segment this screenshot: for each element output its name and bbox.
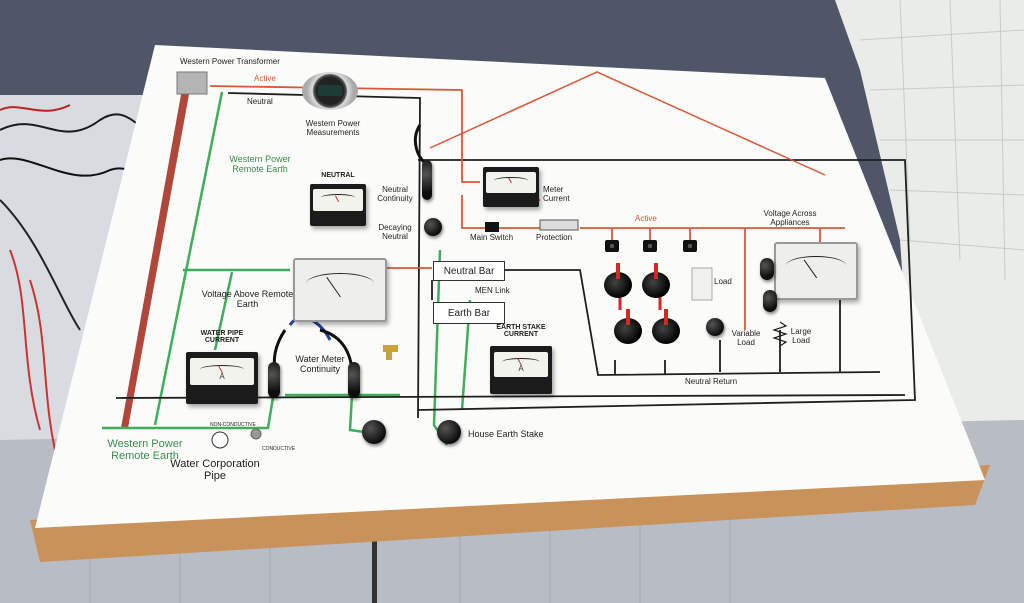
transformer-bar xyxy=(121,78,192,428)
protection-fuse[interactable] xyxy=(539,219,579,231)
non-conductive-label: NON-CONDUCTIVE xyxy=(210,422,256,428)
main-switch-label: Main Switch xyxy=(470,233,514,242)
water-valve[interactable] xyxy=(250,428,262,440)
neutral-top-label: Neutral xyxy=(247,97,273,106)
load-label: Load xyxy=(714,277,732,286)
decaying-neutral-label: Decaying Neutral xyxy=(378,223,412,241)
conductive-label: CONDUCTIVE xyxy=(262,446,296,452)
neutral-continuity-plug[interactable] xyxy=(422,160,432,200)
water-meter-continuity-label: Water Meter Continuity xyxy=(295,354,345,374)
neutral-continuity-label: Neutral Continuity xyxy=(377,185,413,203)
water-tap[interactable] xyxy=(383,345,398,360)
meter-current-label: Meter Current xyxy=(543,185,570,203)
earth-bar-box: Earth Bar xyxy=(433,302,505,324)
load-resistor xyxy=(691,267,713,301)
terminal-4[interactable] xyxy=(652,308,680,344)
terminal-1[interactable] xyxy=(604,262,632,298)
active-top-label: Active xyxy=(254,74,276,83)
wp-remote-earth-top-label: Western Power Remote Earth xyxy=(229,154,291,174)
variable-load-knob[interactable] xyxy=(706,318,724,336)
earth-stake-current-meter: EARTH STAKE CURRENT A xyxy=(490,324,552,394)
voltage-above-label: Voltage Above Remote Earth xyxy=(201,289,294,309)
socket-1[interactable] xyxy=(605,240,619,252)
transformer-box xyxy=(176,71,208,95)
cabinet-slats xyxy=(89,510,731,603)
voltage-above-remote-earth-meter xyxy=(293,258,387,322)
terminal-2[interactable] xyxy=(642,262,670,298)
neutral-wires xyxy=(115,92,916,419)
voltage-across-appliances-meter xyxy=(774,242,858,300)
water-pipe-current-meter: WATER PIPE CURRENT A xyxy=(186,330,258,404)
water-corp-pipe-label: Water Corporation Pipe xyxy=(170,458,260,483)
voltage-probe-2[interactable] xyxy=(763,290,777,312)
protection-label: Protection xyxy=(536,233,573,242)
house-earth-stake-knob[interactable] xyxy=(437,420,461,444)
voltage-probe-1[interactable] xyxy=(760,258,774,280)
earth-stake-current-caption: EARTH STAKE CURRENT xyxy=(496,324,546,338)
neutral-meter: NEUTRAL xyxy=(310,172,366,226)
water-earth-knob[interactable] xyxy=(362,420,386,444)
measurements-label: Western Power Measurements xyxy=(305,119,361,137)
water-pipe-current-caption: WATER PIPE CURRENT xyxy=(200,330,244,344)
socket-2[interactable] xyxy=(643,240,657,252)
neutral-return-label: Neutral Return xyxy=(685,377,738,386)
meter-current-gauge xyxy=(483,167,539,207)
socket-3[interactable] xyxy=(683,240,697,252)
wp-remote-earth-bottom-label: Western Power Remote Earth xyxy=(107,438,183,463)
large-load-label: Large Load xyxy=(790,327,812,345)
terminal-3[interactable] xyxy=(614,308,642,344)
earth-stake-meter-unit: A xyxy=(518,364,524,374)
variable-load-label: Variable Load xyxy=(731,329,761,347)
water-valve-symbol xyxy=(211,431,229,449)
water-pipe-meter-unit: A xyxy=(219,371,225,381)
window-tiles xyxy=(859,0,1024,281)
decaying-neutral-knob[interactable] xyxy=(424,218,442,236)
transformer-label: Western Power Transformer xyxy=(180,57,280,66)
measurement-display xyxy=(302,72,358,110)
neutral-meter-caption: NEUTRAL xyxy=(321,172,355,179)
neutral-bar-box: Neutral Bar xyxy=(433,261,505,281)
men-link-label: MEN Link xyxy=(475,286,510,295)
stand-leg xyxy=(372,535,377,603)
resistor-symbol xyxy=(772,321,788,347)
house-earth-stake-label: House Earth Stake xyxy=(468,429,544,439)
water-meter-plug-left[interactable] xyxy=(268,362,280,398)
active-right-label: Active xyxy=(635,214,657,223)
main-switch[interactable] xyxy=(485,222,499,232)
water-meter-plug-right[interactable] xyxy=(348,362,360,398)
roof-line xyxy=(429,71,826,176)
voltage-across-label: Voltage Across Appliances xyxy=(763,209,817,227)
